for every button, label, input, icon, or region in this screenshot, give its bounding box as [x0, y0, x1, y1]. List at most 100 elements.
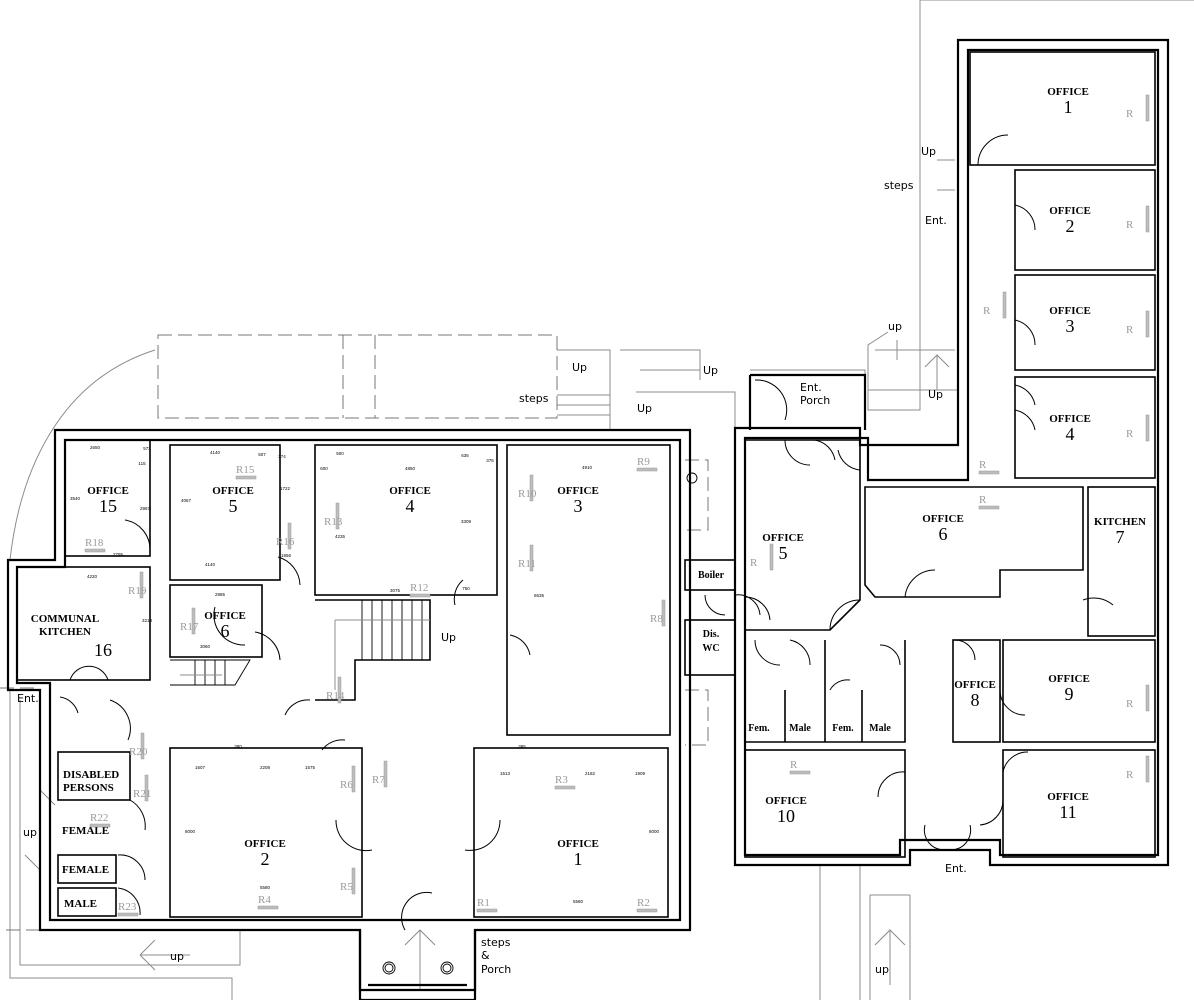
radiator-icon: [351, 867, 356, 895]
radiator-label: R1: [477, 897, 490, 909]
radiator-label: R15: [236, 464, 255, 476]
radiator-label: R2: [637, 897, 650, 909]
main-building-doors: [59, 519, 531, 931]
dimension-label: 4220: [87, 574, 98, 579]
dimension-label: 374: [278, 454, 286, 459]
room-number: 5: [229, 496, 238, 516]
radiator-icon: [89, 823, 111, 828]
radiator-label: R6: [340, 779, 353, 791]
radiator-icon: [139, 571, 144, 599]
radiator-icon: [84, 548, 106, 553]
radiator-icon: [769, 543, 774, 571]
radiator-icon: [383, 760, 388, 788]
washroom-label: Boiler: [698, 570, 725, 581]
radiator-label: R: [1126, 428, 1134, 440]
dimension-label: 500: [336, 451, 344, 456]
plan-note: steps: [519, 392, 549, 405]
room-number: 4: [1066, 424, 1075, 444]
room-number: 8: [971, 690, 980, 710]
radiator-icon: [1145, 414, 1150, 442]
radiator-label: R5: [340, 881, 353, 893]
washroom-label: DISABLED: [63, 769, 119, 781]
radiator-icon: [144, 774, 149, 802]
radiator-label: R11: [518, 558, 536, 570]
washroom-label: MALE: [64, 898, 97, 910]
radiator-label: R: [750, 557, 758, 569]
plan-note: Ent.: [945, 862, 967, 875]
dimension-label: 4910: [582, 465, 593, 470]
east-building-rooms: [684, 51, 1156, 858]
room-number: 6: [221, 621, 230, 641]
room-label: OFFICE: [557, 838, 599, 850]
plan-note: up: [888, 320, 902, 333]
radiator-icon: [337, 676, 342, 704]
radiator-icon: [257, 905, 279, 910]
radiator-label: R21: [133, 788, 151, 800]
plan-note: Up: [703, 364, 718, 377]
room-number: 4: [406, 496, 415, 516]
radiator-icon: [661, 599, 666, 627]
plan-note: up: [170, 950, 184, 963]
room-number: 10: [777, 806, 795, 826]
room-number: 2: [1066, 216, 1075, 236]
room-label: OFFICE: [1048, 673, 1090, 685]
room-number: 1: [1064, 97, 1073, 117]
dimension-label: 4140: [205, 562, 216, 567]
plan-note: Porch: [800, 394, 830, 407]
radiator-label: R18: [85, 537, 104, 549]
radiator-icon: [351, 765, 356, 793]
room-number: 6: [939, 524, 948, 544]
dimension-label: 4067: [181, 498, 192, 503]
washroom-label: FEMALE: [62, 825, 109, 837]
dimension-label: 4235: [335, 534, 346, 539]
radiator-icon: [140, 732, 145, 760]
radiator-label: R8: [650, 613, 663, 625]
dimension-label: 2795: [113, 552, 124, 557]
radiator-icon: [636, 467, 658, 472]
dimension-label: 8000: [649, 829, 660, 834]
plan-note: Up: [572, 361, 587, 374]
dimension-label: 1513: [500, 771, 511, 776]
radiator-label: R7: [372, 774, 385, 786]
dimension-label: 2208: [260, 765, 271, 770]
dimension-label: 636: [461, 453, 469, 458]
dimension-label: 4850: [405, 466, 416, 471]
plan-note: Ent.: [800, 381, 822, 394]
room-number: 15: [99, 496, 117, 516]
radiator-label: R: [1126, 698, 1134, 710]
washroom-label: Fem.: [748, 723, 770, 734]
dimension-label: 115: [138, 461, 146, 466]
radiator-icon: [789, 770, 811, 775]
room-label: OFFICE: [922, 513, 964, 525]
washroom-label: Male: [869, 723, 891, 734]
dimension-label: 3075: [390, 588, 401, 593]
dimension-label: 380: [234, 744, 242, 749]
east-building-doors: [704, 134, 1114, 851]
radiator-label: R19: [128, 585, 147, 597]
main-building-rooms: [16, 439, 671, 918]
room-number: 9: [1065, 684, 1074, 704]
radiator-icon: [1145, 205, 1150, 233]
room-number: 16: [94, 640, 112, 660]
plan-note: Up: [921, 145, 936, 158]
dimension-label: 385: [518, 744, 526, 749]
radiator-icon: [235, 475, 257, 480]
radiator-icon: [554, 785, 576, 790]
room-number: 11: [1059, 802, 1076, 822]
room-number: 5: [779, 543, 788, 563]
plan-note: up: [875, 963, 889, 976]
room-label: OFFICE: [1047, 86, 1089, 98]
radiator-icon: [978, 470, 1000, 475]
radiator-label: R9: [637, 456, 650, 468]
room-label: KITCHEN: [1094, 516, 1146, 528]
radiator-label: R13: [324, 516, 343, 528]
radiator-label: R20: [129, 746, 148, 758]
radiator-icon: [1145, 310, 1150, 338]
radiator-label: R16: [276, 536, 295, 548]
radiator-icon: [287, 522, 292, 550]
plan-note: Up: [637, 402, 652, 415]
plan-note: up: [23, 826, 37, 839]
room-label: OFFICE: [557, 485, 599, 497]
dimension-label: 1607: [195, 765, 206, 770]
room-label: OFFICE: [1047, 791, 1089, 803]
